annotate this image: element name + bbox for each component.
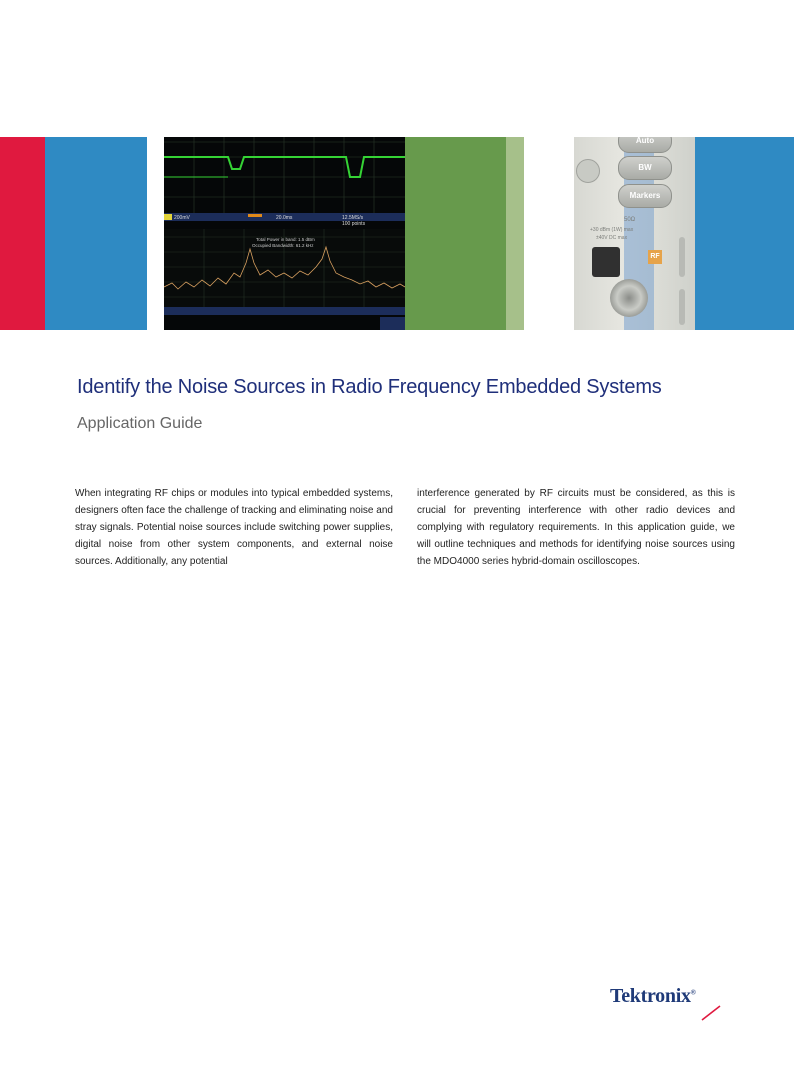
green-block: [405, 137, 506, 330]
bw-button: BW: [618, 156, 672, 180]
oscilloscope-screenshot: 200mV 20.0ms 12.5MS/s 100 points Total P…: [164, 137, 405, 330]
document-title: Identify the Noise Sources in Radio Freq…: [77, 376, 662, 398]
probe-hook: [679, 237, 685, 277]
intro-column-left: When integrating RF chips or modules int…: [75, 488, 393, 567]
logo-accent-slash: [701, 1005, 721, 1021]
scope-readout-time: 20.0ms: [276, 215, 293, 221]
scope-annotation-bandwidth: Occupied Bandwidth: 61.2 kHz: [252, 243, 314, 248]
tektronix-logo: Tektronix®: [610, 985, 696, 1008]
logo-text: Tektronix: [610, 985, 691, 1007]
scope-readout-points: 100 points: [342, 221, 366, 227]
scope-readout-volts: 200mV: [174, 215, 191, 221]
probe-hook-lower: [679, 289, 685, 325]
probe-connector: [592, 247, 620, 277]
intro-column-right: interference generated by RF circuits mu…: [417, 488, 735, 567]
auto-button: Auto: [618, 137, 672, 153]
rf-input-connector: [610, 279, 648, 317]
ohm-label: 50Ω: [624, 217, 636, 223]
header-banner: 200mV 20.0ms 12.5MS/s 100 points Total P…: [0, 137, 794, 330]
document-subtitle: Application Guide: [77, 415, 203, 432]
max-power-label: +30 dBm (1W) max: [590, 227, 634, 233]
rf-badge: RF: [648, 250, 662, 264]
max-dc-label: ±40V DC max: [596, 235, 628, 241]
registered-mark: ®: [690, 988, 696, 997]
blue-block-left: [45, 137, 147, 330]
markers-button: Markers: [618, 184, 672, 208]
instrument-panel-photo: Auto BW Markers 50Ω +30 dBm (1W) max ±40…: [574, 137, 695, 330]
round-control: [576, 159, 600, 183]
scope-readout-rate: 12.5MS/s: [342, 215, 364, 221]
red-block: [0, 137, 45, 330]
blue-block-right: [695, 137, 794, 330]
scope-annotation-power: Total Power in band: 1.5 dBm: [256, 237, 315, 242]
light-green-block: [506, 137, 524, 330]
